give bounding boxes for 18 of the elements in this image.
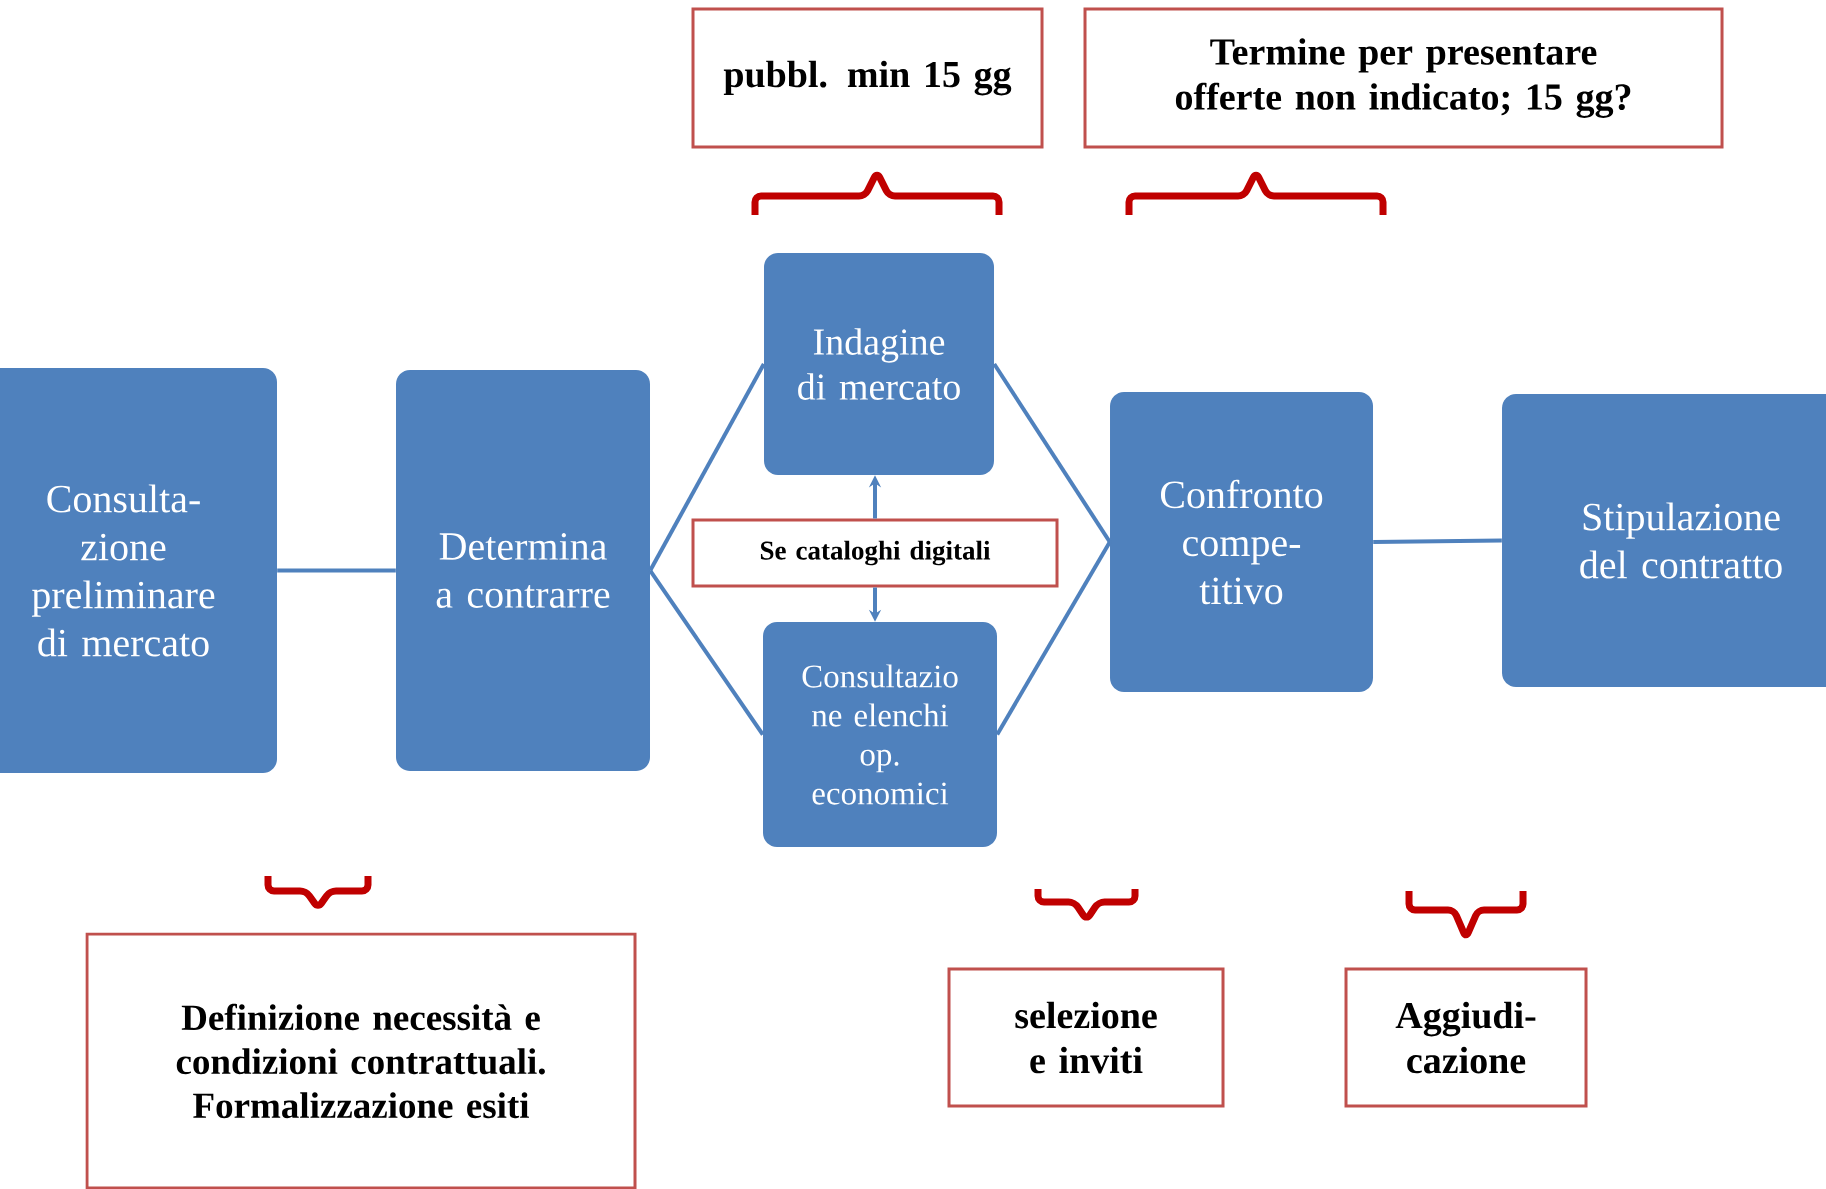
process-box: Consulta- zione preliminare di mercato	[0, 368, 277, 773]
note-box: Termine per presentare offerte non indicato; 15 gg?	[1083, 7, 1724, 149]
process-box: Determina a contrarre	[396, 370, 650, 771]
connector-line	[648, 363, 766, 572]
note-box: selezione e inviti	[947, 967, 1225, 1108]
note-box: Definizione necessità e condizioni contrattuali. Formalizzazione esiti	[85, 932, 637, 1189]
connector-line	[992, 362, 1112, 544]
note-box: pubbl. min 15 gg	[691, 7, 1044, 149]
connector-line	[1373, 538, 1502, 544]
note-box: Se cataloghi digitali	[691, 518, 1059, 588]
process-box: Confronto compe- titivo	[1110, 392, 1373, 692]
process-box: Indagine di mercato	[764, 253, 994, 475]
note-box: Aggiudi- cazione	[1344, 967, 1588, 1108]
connector-line	[648, 569, 765, 736]
process-box: Stipulazione del contratto	[1502, 394, 1826, 687]
connector-line	[995, 541, 1112, 736]
connector-line	[277, 568, 396, 573]
process-box: Consultazio ne elenchi op. economici	[763, 622, 997, 847]
